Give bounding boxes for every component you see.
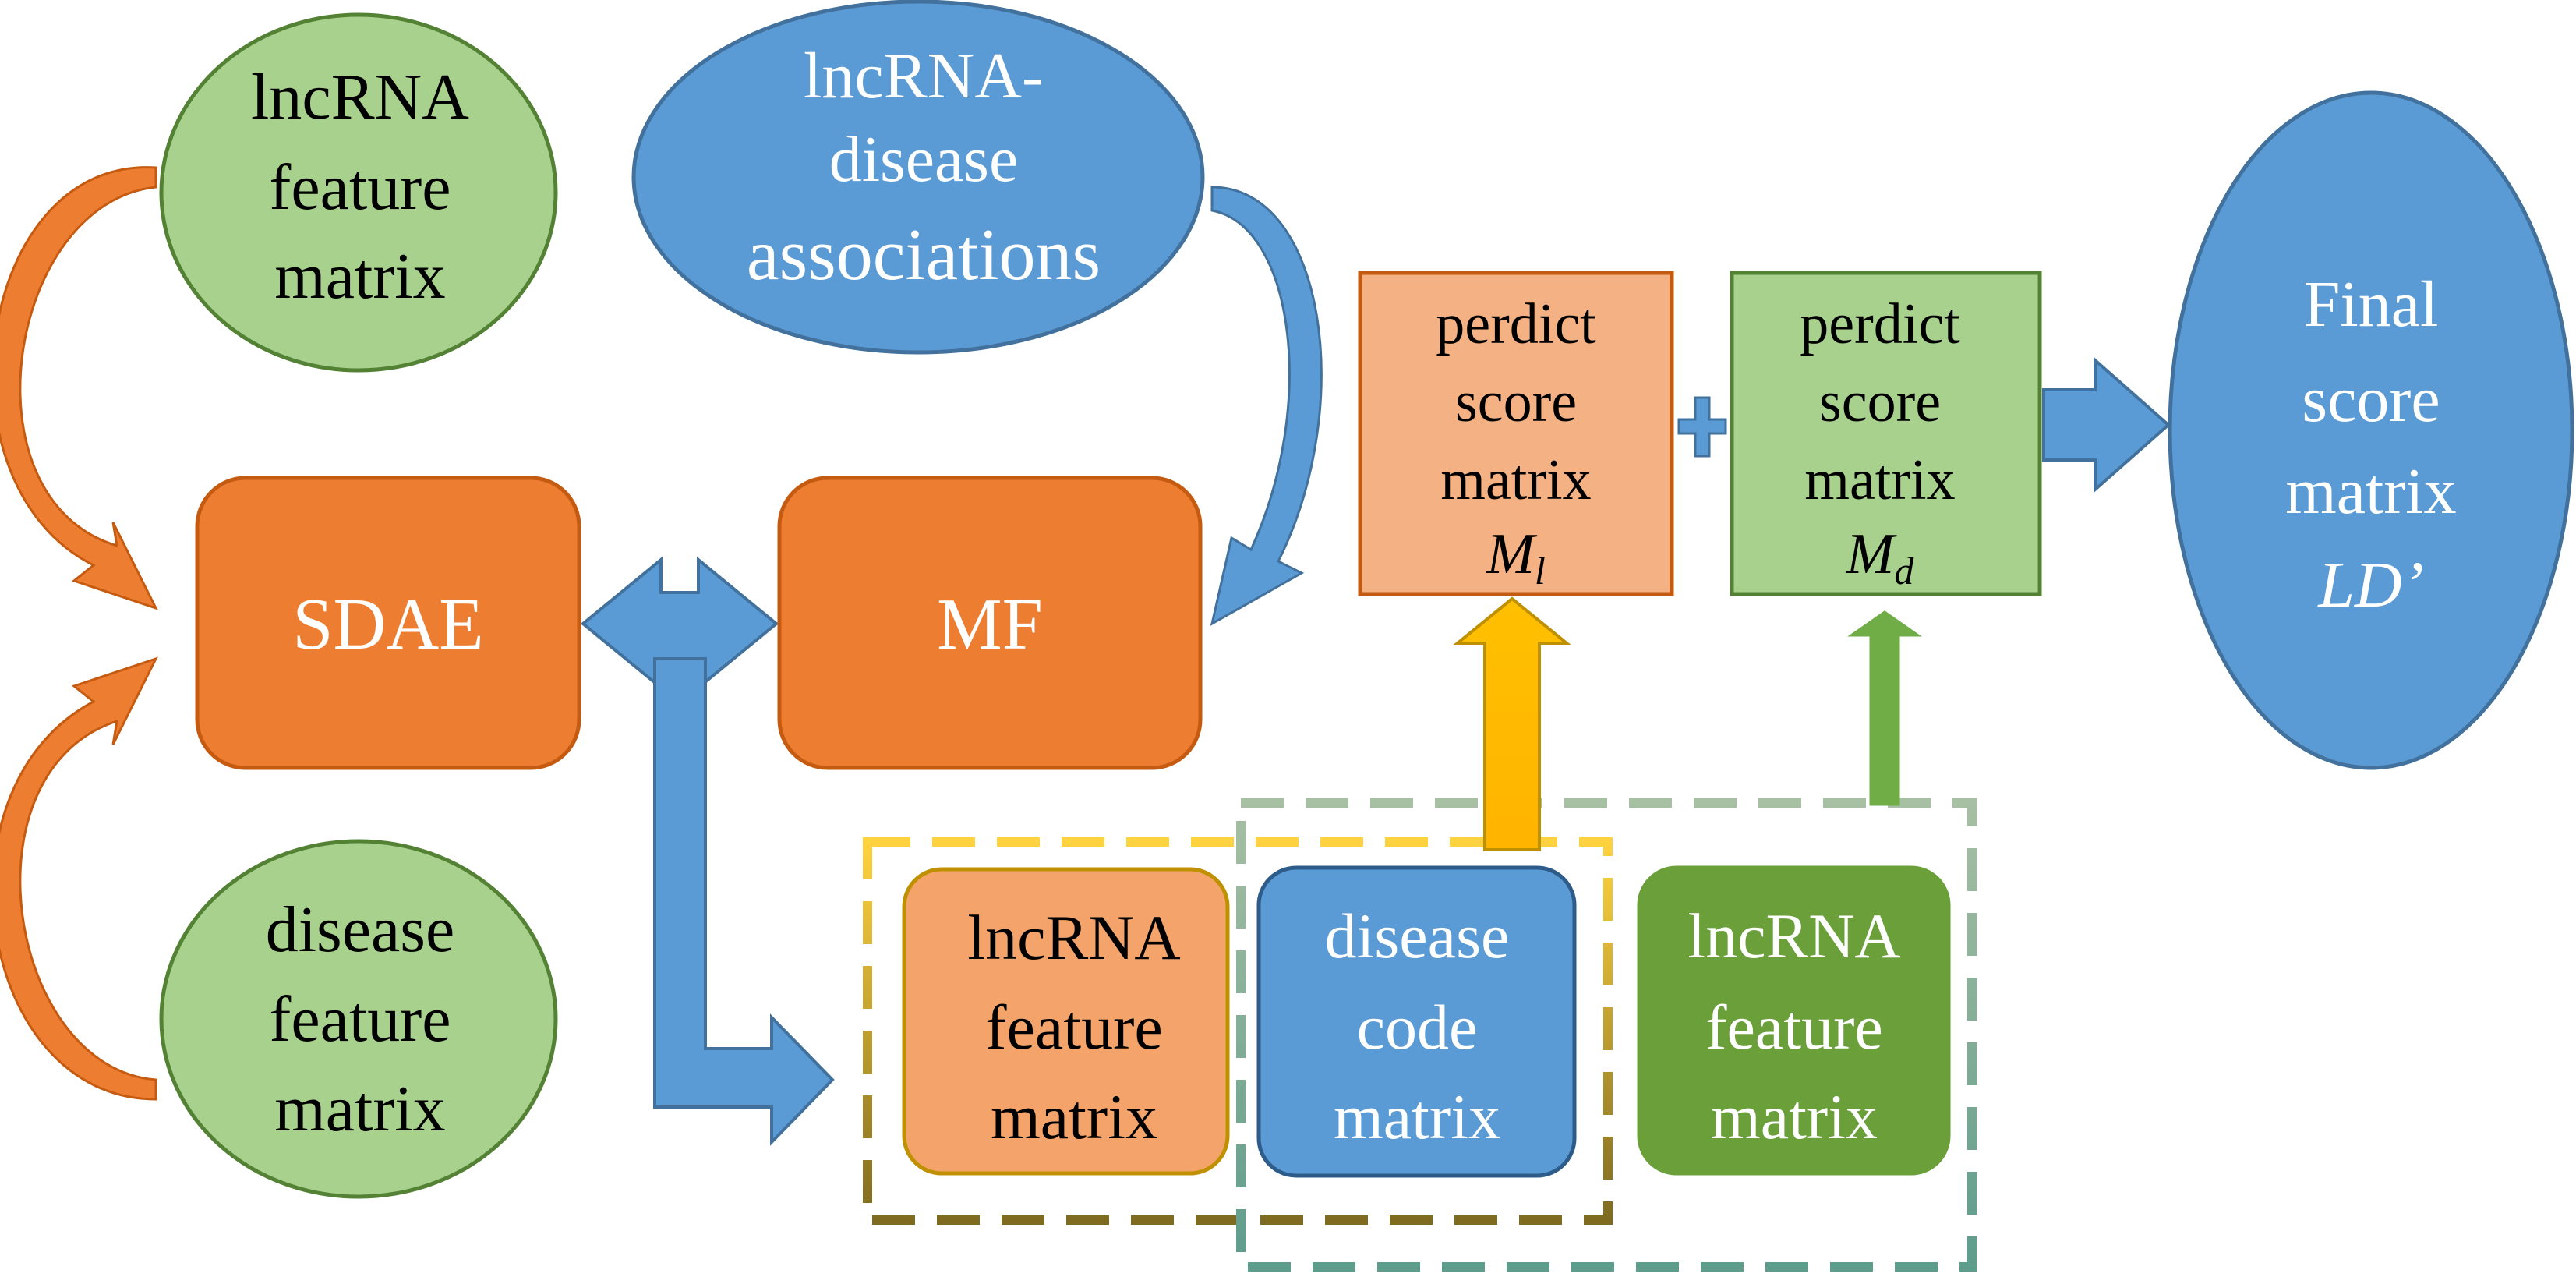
curved-arrow-associations-to-mf [1210, 186, 1323, 626]
disease-feature-matrix-node [159, 839, 558, 1199]
predict-l-symbol: Ml [1486, 522, 1546, 593]
disease-code-matrix-node [1256, 865, 1577, 1178]
final-symbol: LD’ [2317, 549, 2423, 621]
yellow-up-arrow [1453, 596, 1571, 851]
lncrna-feature-top-line-2: feature [269, 151, 451, 224]
disease-code-line-3: matrix [1334, 1081, 1500, 1152]
lncrna-disease-associations-node [631, 0, 1205, 355]
bottom-orange-line-2: feature [985, 992, 1163, 1063]
sdae-node [195, 476, 581, 770]
bottom-green-line-2: feature [1705, 992, 1883, 1063]
disease-feature-line-2: feature [269, 983, 451, 1056]
lncrna-feature-matrix-bottom-orange [902, 867, 1230, 1176]
elbow-arrow-to-feature-group [653, 657, 835, 1146]
predict-l-line-2: score [1455, 370, 1577, 434]
arrow-to-final-score [2042, 356, 2171, 493]
associations-line-2: disease [829, 123, 1019, 196]
sdae-label: SDAE [292, 584, 483, 665]
predict-score-matrix-ml-node [1358, 271, 1674, 596]
lncrna-feature-top-line-3: matrix [274, 240, 445, 313]
curved-arrow-disease-to-sdae [0, 656, 158, 1101]
lncrna-feature-top-line-1: lncRNA [251, 61, 469, 133]
associations-line-1: lncRNA- [804, 40, 1044, 112]
final-score-matrix-node [2168, 90, 2574, 770]
mf-node [777, 476, 1203, 770]
associations-line-3: associations [747, 214, 1101, 295]
bottom-orange-line-1: lncRNA [967, 902, 1180, 973]
bottom-green-line-3: matrix [1711, 1081, 1878, 1152]
predict-d-line-3: matrix [1804, 448, 1955, 512]
predict-l-line-3: matrix [1440, 448, 1591, 512]
final-line-2: score [2302, 363, 2440, 436]
final-line-1: Final [2304, 268, 2439, 341]
lncrna-feature-matrix-node-top [159, 12, 558, 373]
lncrna-feature-matrix-bottom-green [1637, 865, 1951, 1176]
final-line-3: matrix [2285, 455, 2456, 528]
predict-d-subscript: d [1894, 549, 1914, 593]
predict-d-line-1: perdict [1800, 292, 1960, 356]
predict-score-matrix-md-node [1730, 271, 2042, 596]
predict-d-symbol: Md [1846, 522, 1915, 593]
curved-arrow-lncrna-to-sdae [0, 166, 158, 610]
plus-sign-icon [1677, 396, 1727, 458]
dashed-group-disease-lncrna [1236, 798, 1977, 1272]
bottom-green-line-1: lncRNA [1687, 900, 1900, 971]
predict-d-line-2: score [1819, 370, 1941, 434]
disease-feature-line-3: matrix [274, 1073, 445, 1145]
disease-code-line-1: disease [1325, 900, 1510, 971]
disease-code-line-2: code [1357, 992, 1478, 1063]
green-up-arrow [1847, 610, 1922, 806]
disease-feature-line-1: disease [266, 893, 455, 966]
predict-l-subscript: l [1535, 549, 1546, 593]
predict-l-line-1: perdict [1436, 292, 1596, 356]
bottom-orange-line-3: matrix [991, 1081, 1157, 1152]
mf-label: MF [937, 584, 1043, 665]
